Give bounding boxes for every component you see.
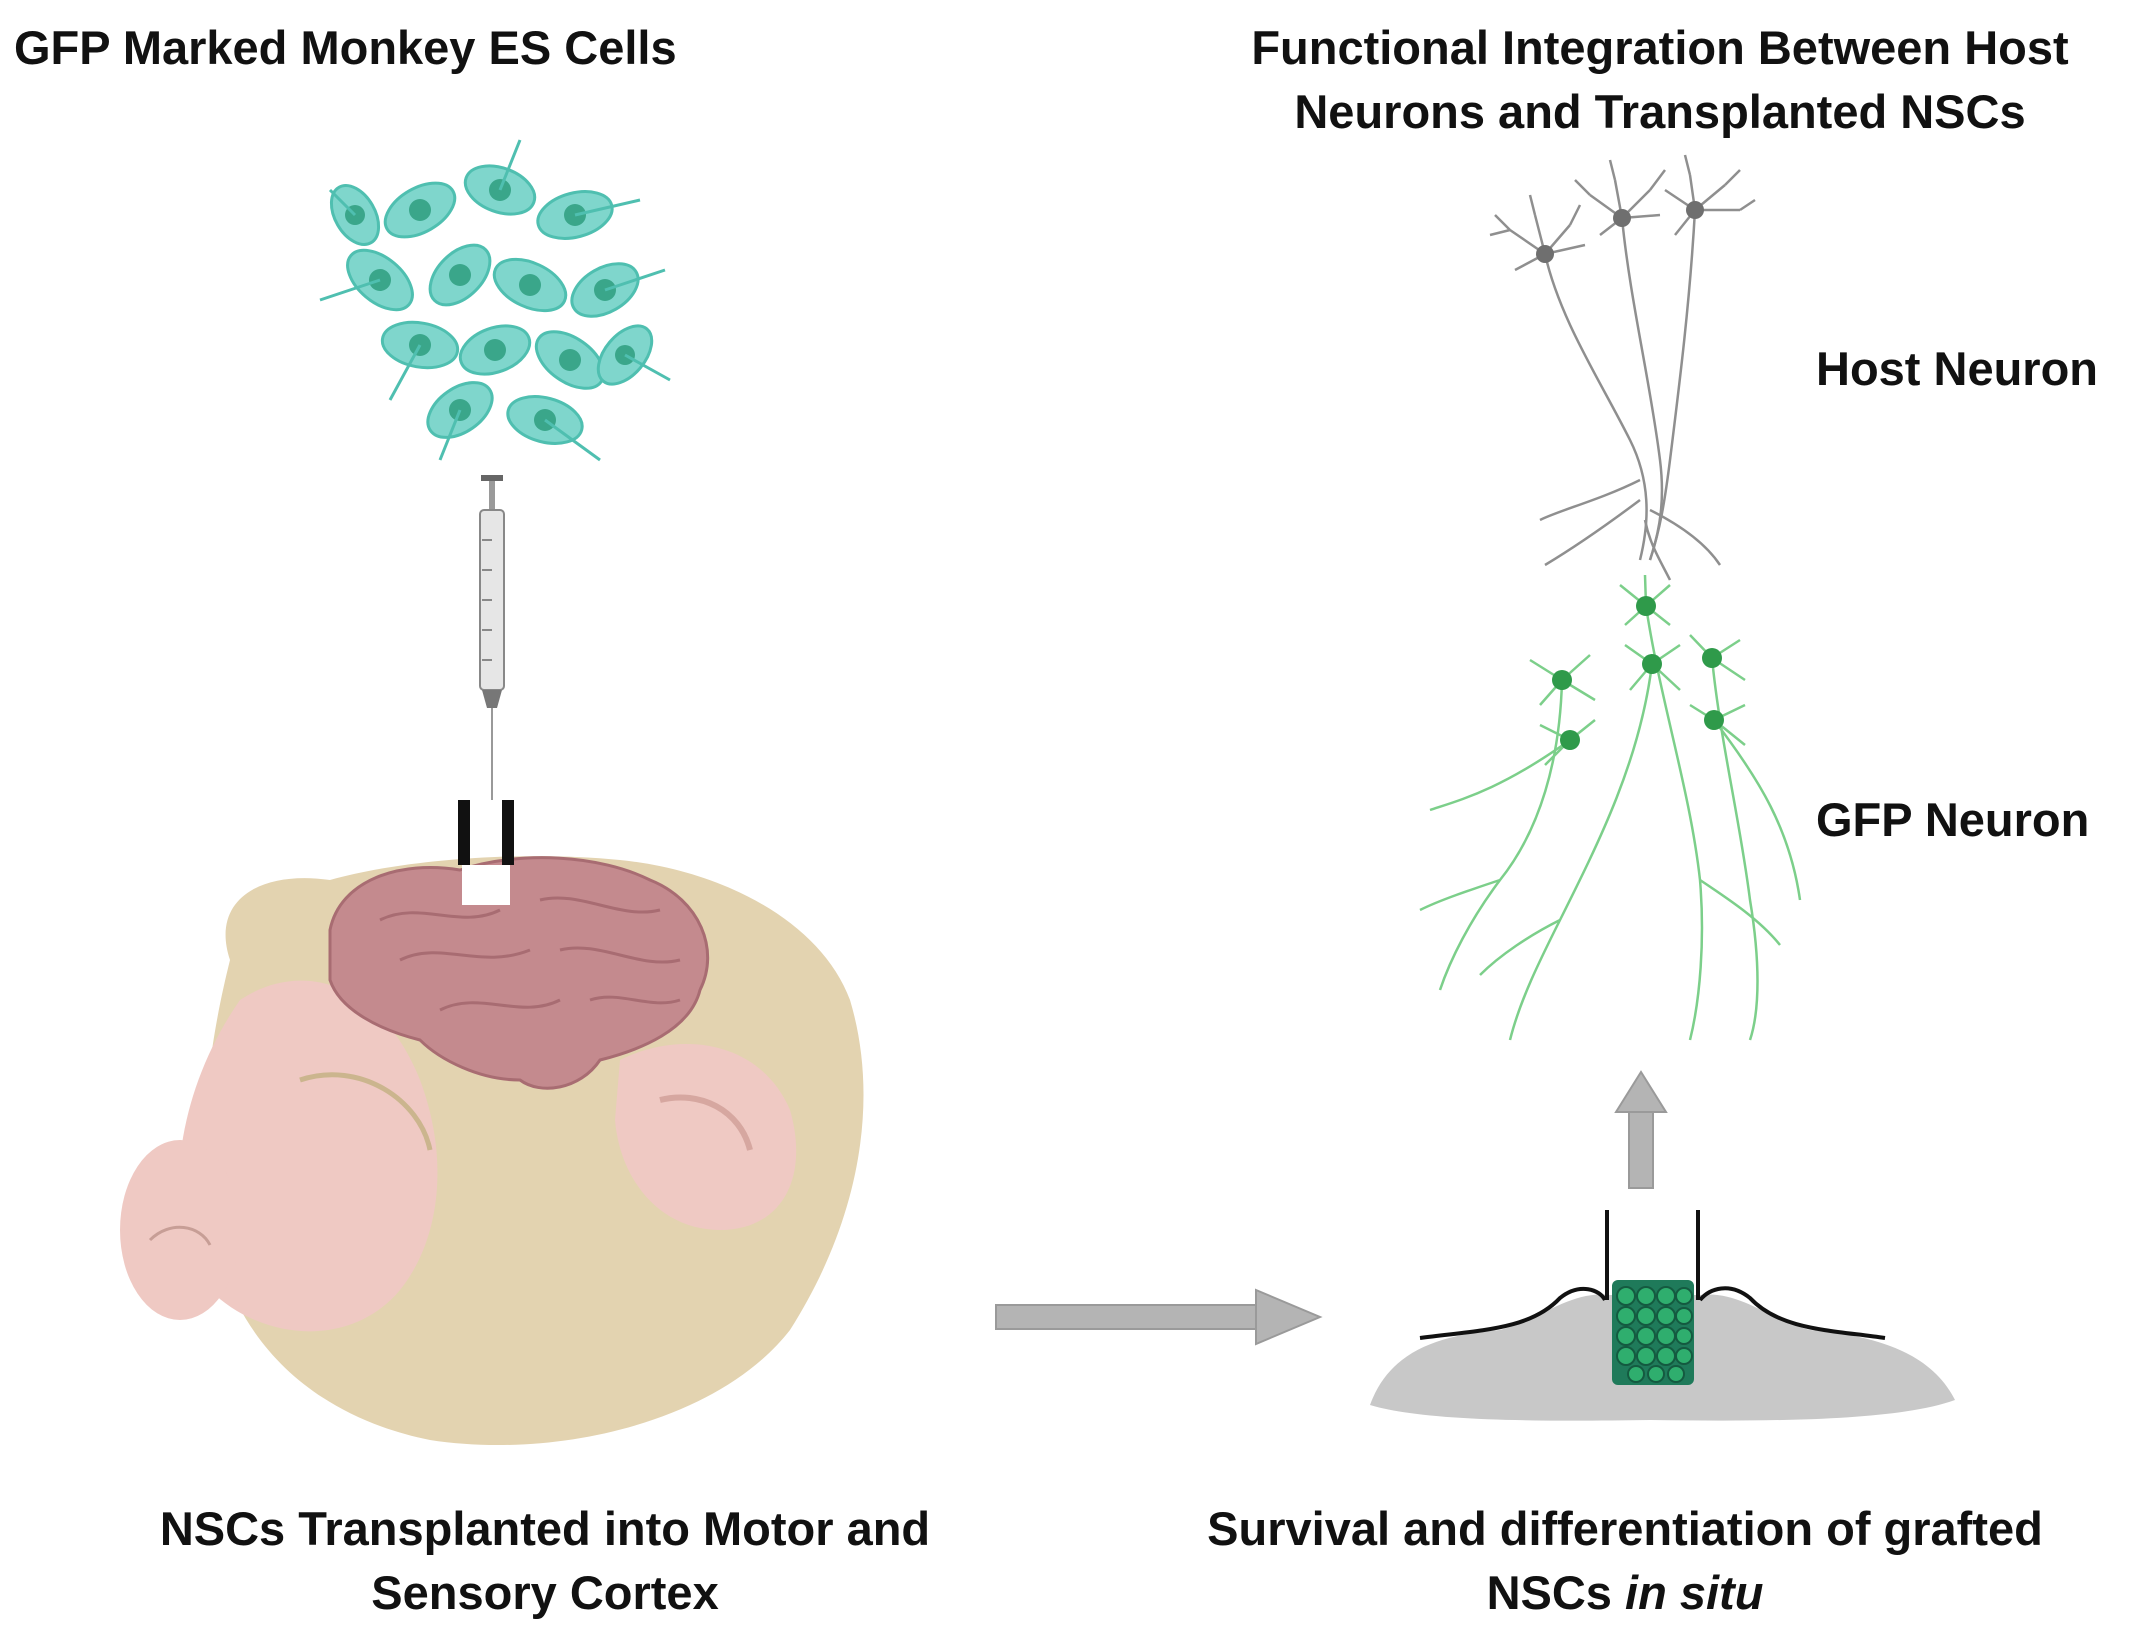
survival-caption: Survival and differentiation of grafted …: [1120, 1497, 2130, 1625]
survival-caption-plain: NSCs: [1486, 1566, 1626, 1619]
host-neuron-label: Host Neuron: [1816, 342, 2098, 395]
gfp-neurons: [1419, 574, 1802, 1041]
neuron-icon: [1489, 194, 1648, 561]
neuron-icon: [1648, 154, 1756, 561]
transplant-caption-line2: Sensory Cortex: [371, 1566, 719, 1619]
brain-icon: [328, 856, 710, 1090]
gfp-neuron-somas: [1552, 596, 1724, 750]
stem-cell-cluster-icon: [319, 139, 671, 462]
arrow-right-icon: [995, 1288, 1323, 1346]
host-neuron-somas: [1536, 201, 1704, 263]
syringe-icon: [479, 475, 505, 800]
survival-caption-line1: Survival and differentiation of grafted: [1207, 1502, 2043, 1555]
transplant-caption: NSCs Transplanted into Motor and Sensory…: [40, 1497, 1050, 1625]
host-neurons: [1489, 154, 1756, 581]
integration-title-line2: Neurons and Transplanted NSCs: [1294, 85, 2026, 138]
transplant-caption-line1: NSCs Transplanted into Motor and: [159, 1502, 931, 1555]
integration-title-line1: Functional Integration Between Host: [1251, 21, 2069, 74]
es-cells-title: GFP Marked Monkey ES Cells: [14, 21, 677, 74]
stereotaxic-holder: [458, 800, 514, 905]
gfp-neuron-label: GFP Neuron: [1816, 793, 2090, 846]
survival-caption-italic: in situ: [1625, 1566, 1764, 1619]
survival-caption-line2: NSCs in situ: [1120, 1561, 2130, 1625]
integration-title: Functional Integration Between Host Neur…: [1180, 16, 2140, 144]
tissue-graft-icon: [1370, 1210, 1955, 1421]
arrow-up-icon: [1614, 1070, 1668, 1189]
